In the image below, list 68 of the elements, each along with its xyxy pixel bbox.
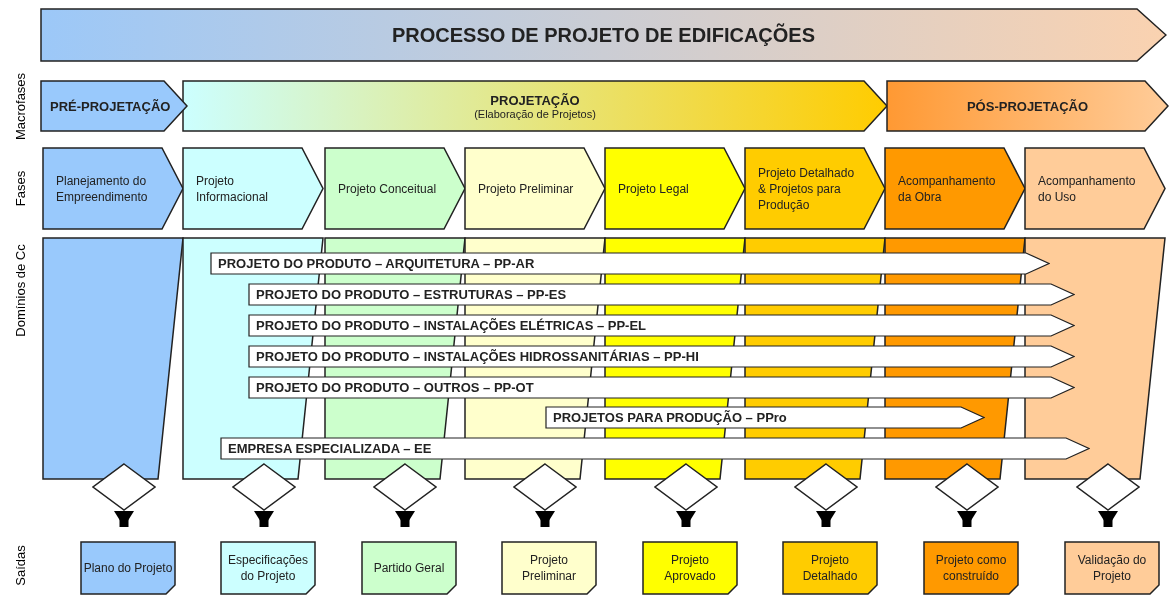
arrow [957, 511, 977, 527]
arrow [1098, 511, 1118, 527]
document-shape [642, 541, 738, 595]
title-banner [40, 8, 1167, 62]
row-label: Domínios de Cc [12, 243, 28, 337]
document-shape [501, 541, 597, 595]
domain-label: PROJETO DO PRODUTO – ARQUITETURA – PP-AR [218, 256, 535, 271]
arrow [395, 511, 415, 527]
row-label: Saídas [12, 544, 28, 586]
arrow [254, 511, 274, 527]
phase-label: Projeto Detalhado & Projetos para Produção [758, 164, 856, 213]
document-shape [80, 541, 176, 595]
macrophase-subtitle: (Elaboração de Projetos) [474, 107, 596, 120]
phase-label: Projeto Conceitual [338, 180, 438, 197]
phase-block [42, 147, 184, 230]
phase-block [884, 147, 1026, 230]
domain-label: PROJETO DO PRODUTO – INSTALAÇÕES ELÉTRICAS – PP-EL [256, 318, 647, 333]
phase-label: Acompanhamento do Uso [1038, 172, 1137, 205]
phase-block [182, 147, 324, 230]
output-label: Validação do Projeto [1076, 552, 1148, 584]
macrophase-label: PÓS-PROJETAÇÃO [966, 98, 1089, 114]
macrophase-band [886, 80, 1169, 132]
decision-diamond [232, 463, 296, 511]
domain-label: PROJETO DO PRODUTO – INSTALAÇÕES HIDROSSANITÁRIAS – PP-HI [256, 349, 699, 364]
phase-block [744, 147, 886, 230]
phase-label: Acompanhamento da Obra [898, 172, 997, 205]
phase-label: Projeto Informacional [196, 172, 270, 205]
domain-label: PROJETO DO PRODUTO – ESTRUTURAS – PP-ES [256, 287, 567, 302]
output-label: Partido Geral [373, 560, 445, 576]
macrophase-label: PROJETAÇÃO [490, 92, 580, 108]
phase-label: Projeto Preliminar [478, 180, 575, 197]
column-band [42, 237, 184, 480]
output-label: Projeto Aprovado [663, 552, 717, 584]
macrophase-label: PRÉ-PROJETAÇÃO [50, 98, 171, 114]
domain-label: PROJETO DO PRODUTO – OUTROS – PP-OT [256, 380, 534, 395]
domain-label: EMPRESA ESPECIALIZADA – EE [228, 441, 432, 456]
decision-diamond [794, 463, 858, 511]
macrophase-band [40, 80, 188, 132]
row-label: Fases [12, 170, 28, 206]
document-shape [923, 541, 1019, 595]
document-shape [220, 541, 316, 595]
decision-diamond [1076, 463, 1140, 511]
decision-diamond [654, 463, 718, 511]
output-label: Plano do Projeto [83, 560, 173, 576]
output-label: Projeto Preliminar [521, 552, 577, 584]
arrow [535, 511, 555, 527]
decision-diamond [373, 463, 437, 511]
phase-block [604, 147, 746, 230]
output-label: Especificações do Projeto [226, 552, 309, 584]
phase-label: Projeto Legal [618, 180, 690, 197]
arrow [114, 511, 134, 527]
document-shape [1064, 541, 1160, 595]
arrow [676, 511, 696, 527]
phase-block [464, 147, 606, 230]
decision-diamond [92, 463, 156, 511]
document-shape [782, 541, 878, 595]
banner-title: PROCESSO DE PROJETO DE EDIFICAÇÕES [391, 23, 815, 47]
phase-label: Planejamento do Empreendimento [56, 172, 149, 205]
output-label: Projeto como construído [934, 552, 1008, 584]
document-shape [361, 541, 457, 595]
phase-block [324, 147, 466, 230]
decision-diamond [935, 463, 999, 511]
arrow [816, 511, 836, 527]
decision-diamond [513, 463, 577, 511]
domain-label: PROJETOS PARA PRODUÇÃO – PPro [553, 410, 787, 425]
row-label: Macrofases [12, 72, 28, 140]
output-label: Projeto Detalhado [801, 552, 859, 584]
phase-block [1024, 147, 1166, 230]
